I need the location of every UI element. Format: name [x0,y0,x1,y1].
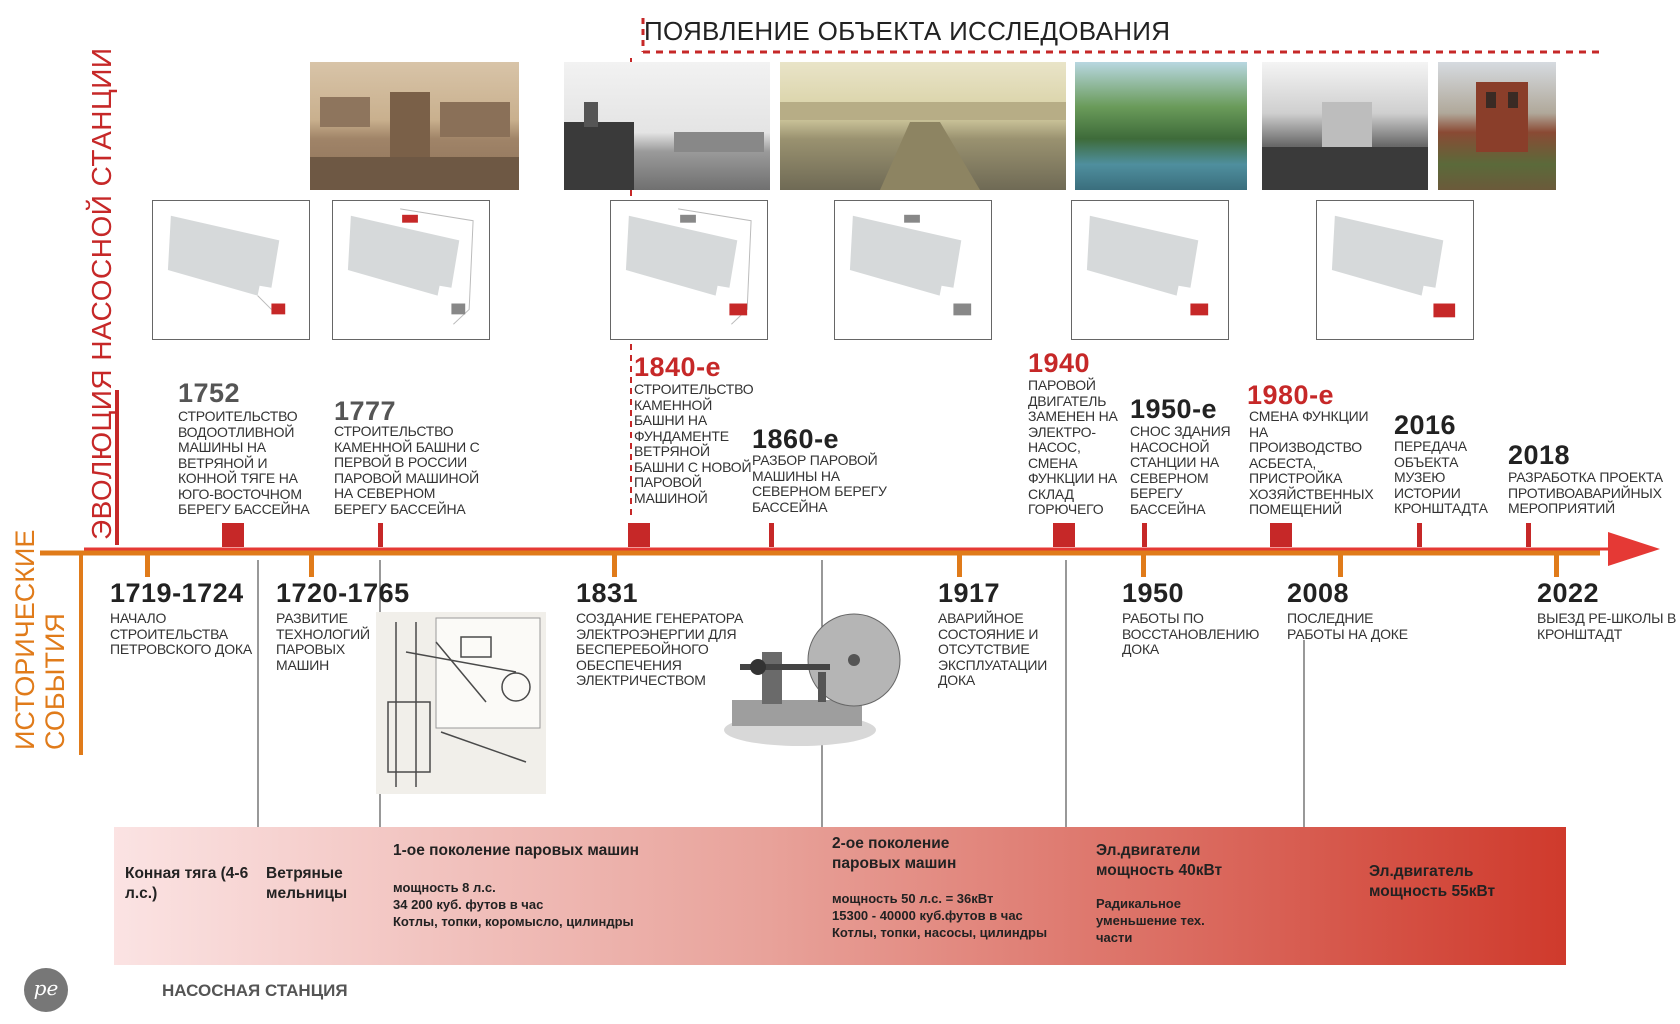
generation-electric-40-title: Эл.двигатели мощность 40кВт [1096,842,1223,879]
photo-old-tower [310,62,519,190]
pump-text-1940: ПАРОВОЙ ДВИГАТЕЛЬ ЗАМЕНЕН НА ЭЛЕКТРО-НАС… [1028,377,1118,517]
pe-logo: pe [24,968,68,1012]
pump-text-1950s: СНОС ЗДАНИЯ НАСОСНОЙ СТАНЦИИ НА СЕВЕРНОМ… [1130,423,1231,517]
pump-year-2018: 2018 [1508,440,1571,470]
generation-horse: Конная тяга (4-6 л.с.) [125,864,253,904]
history-year-1950: 1950 [1122,578,1185,608]
site-plan-1840 [610,200,768,340]
pump-year-1980: 1980-е [1247,380,1335,410]
generation-electric-55-title: Эл.двигатель мощность 55кВт [1369,863,1496,900]
history-text-2022: ВЫЕЗД PE-ШКОЛЫ В КРОНШТАДТ [1537,610,1677,642]
site-plan-1752 [152,200,310,340]
history-year-1917: 1917 [938,578,1001,608]
pump-text-1752: СТРОИТЕЛЬСТВО ВОДООТЛИВНОЙ МАШИНЫ НА ВЕТ… [178,408,310,517]
generation-steam-1-line1: мощность 8 л.с. [393,880,496,895]
generation-electric-40: Эл.двигатели мощность 40кВт Радикальное … [1096,841,1256,946]
pump-text-1860: РАЗБОР ПАРОВОЙ МАШИНЫ НА СЕВЕРНОМ БЕРЕГУ… [752,452,887,515]
history-year-1719: 1719-1724 [110,578,244,608]
generation-steam-2-line1: мощность 50 л.с. = 36кВт [832,891,994,906]
history-year-1720: 1720-1765 [276,578,410,608]
history-text-1917: АВАРИЙНОЕ СОСТОЯНИЕ И ОТСУТСТВИЕ ЭКСПЛУА… [938,610,1048,688]
history-year-2008: 2008 [1287,578,1350,608]
generation-steam-1-title: 1-ое поколение паровых машин [393,842,640,859]
generation-electric-40-line1: Радикальное уменьшение тех. части [1096,896,1205,945]
generation-steam-2-line3: Котлы, топки, насосы, цилиндры [832,925,1048,940]
generation-steam-1: 1-ое поколение паровых машин мощность 8 … [393,841,793,930]
photo-dock-panorama [780,62,1066,190]
steam-engine-drawing [376,612,546,794]
history-text-1719: НАЧАЛО СТРОИТЕЛЬСТВА ПЕТРОВСКОГО ДОКА [110,610,252,657]
site-plan-1980 [1316,200,1474,340]
pump-year-1840: 1840-е [634,352,722,382]
pump-text-1777: СТРОИТЕЛЬСТВО КАМЕННОЙ БАШНИ С ПЕРВОЙ В … [334,423,480,517]
timeline-arrowhead [1608,532,1660,566]
history-text-1831: СОЗДАНИЕ ГЕНЕРАТОРА ЭЛЕКТРОЭНЕРГИИ ДЛЯ Б… [576,610,744,688]
history-year-1831: 1831 [576,578,639,608]
site-plan-1860 [834,200,992,340]
generation-electric-55: Эл.двигатель мощность 55кВт [1369,862,1529,902]
pump-year-1860: 1860-е [752,424,840,454]
photo-dock-landscape [1075,62,1247,190]
generation-horse-title: Конная тяга (4-6 л.с.) [125,865,249,902]
generation-steam-2-line2: 15300 - 40000 куб.футов в час [832,908,1023,923]
history-year-2022: 2022 [1537,578,1600,608]
site-plan-1940 [1071,200,1229,340]
pump-year-1777: 1777 [334,396,397,426]
history-text-1950: РАБОТЫ ПО ВОССТАНОВЛЕНИЮ ДОКА [1122,610,1260,657]
research-title: ПОЯВЛЕНИЕ ОБЪЕКТА ИССЛЕДОВАНИЯ [644,16,1171,46]
generation-windmills-title: Ветряные мельницы [266,865,348,902]
footer-label: НАСОСНАЯ СТАНЦИЯ [162,981,348,1000]
generator-drawing [724,613,901,746]
generation-windmills: Ветряные мельницы [266,864,366,904]
pump-year-1752: 1752 [178,378,241,408]
generation-steam-1-line2: 34 200 куб. футов в час [393,897,544,912]
pump-text-1980: СМЕНА ФУНКЦИИ НА ПРОИЗВОДСТВО АСБЕСТА, П… [1249,408,1374,517]
pump-year-1940: 1940 [1028,348,1091,378]
photo-pump-now [1438,62,1556,190]
history-text-2008: ПОСЛЕДНИЕ РАБОТЫ НА ДОКЕ [1287,610,1408,642]
generation-steam-1-line3: Котлы, топки, коромысло, цилиндры [393,914,634,929]
generation-steam-2-title: 2-ое поколение паровых машин [832,835,957,872]
generations-band [114,827,1566,965]
pump-year-2016: 2016 [1394,410,1457,440]
generation-steam-2: 2-ое поколение паровых машин мощность 50… [832,834,1072,941]
photo-pump-bw [1262,62,1428,190]
pump-text-2018: РАЗРАБОТКА ПРОЕКТА ПРОТИВОАВАРИЙНЫХ МЕРО… [1508,469,1663,516]
photo-steamship [564,62,770,190]
site-plan-1777 [332,200,490,340]
pump-text-2016: ПЕРЕДАЧА ОБЪЕКТА МУЗЕЮ ИСТОРИИ КРОНШТАДТ… [1394,438,1488,516]
pump-text-1840: СТРОИТЕЛЬСТВО КАМЕННОЙ БАШНИ НА ФУНДАМЕН… [634,381,754,506]
pump-year-1950s: 1950-е [1130,394,1218,424]
history-text-1720: РАЗВИТИЕ ТЕХНОЛОГИЙ ПАРОВЫХ МАШИН [276,610,370,673]
